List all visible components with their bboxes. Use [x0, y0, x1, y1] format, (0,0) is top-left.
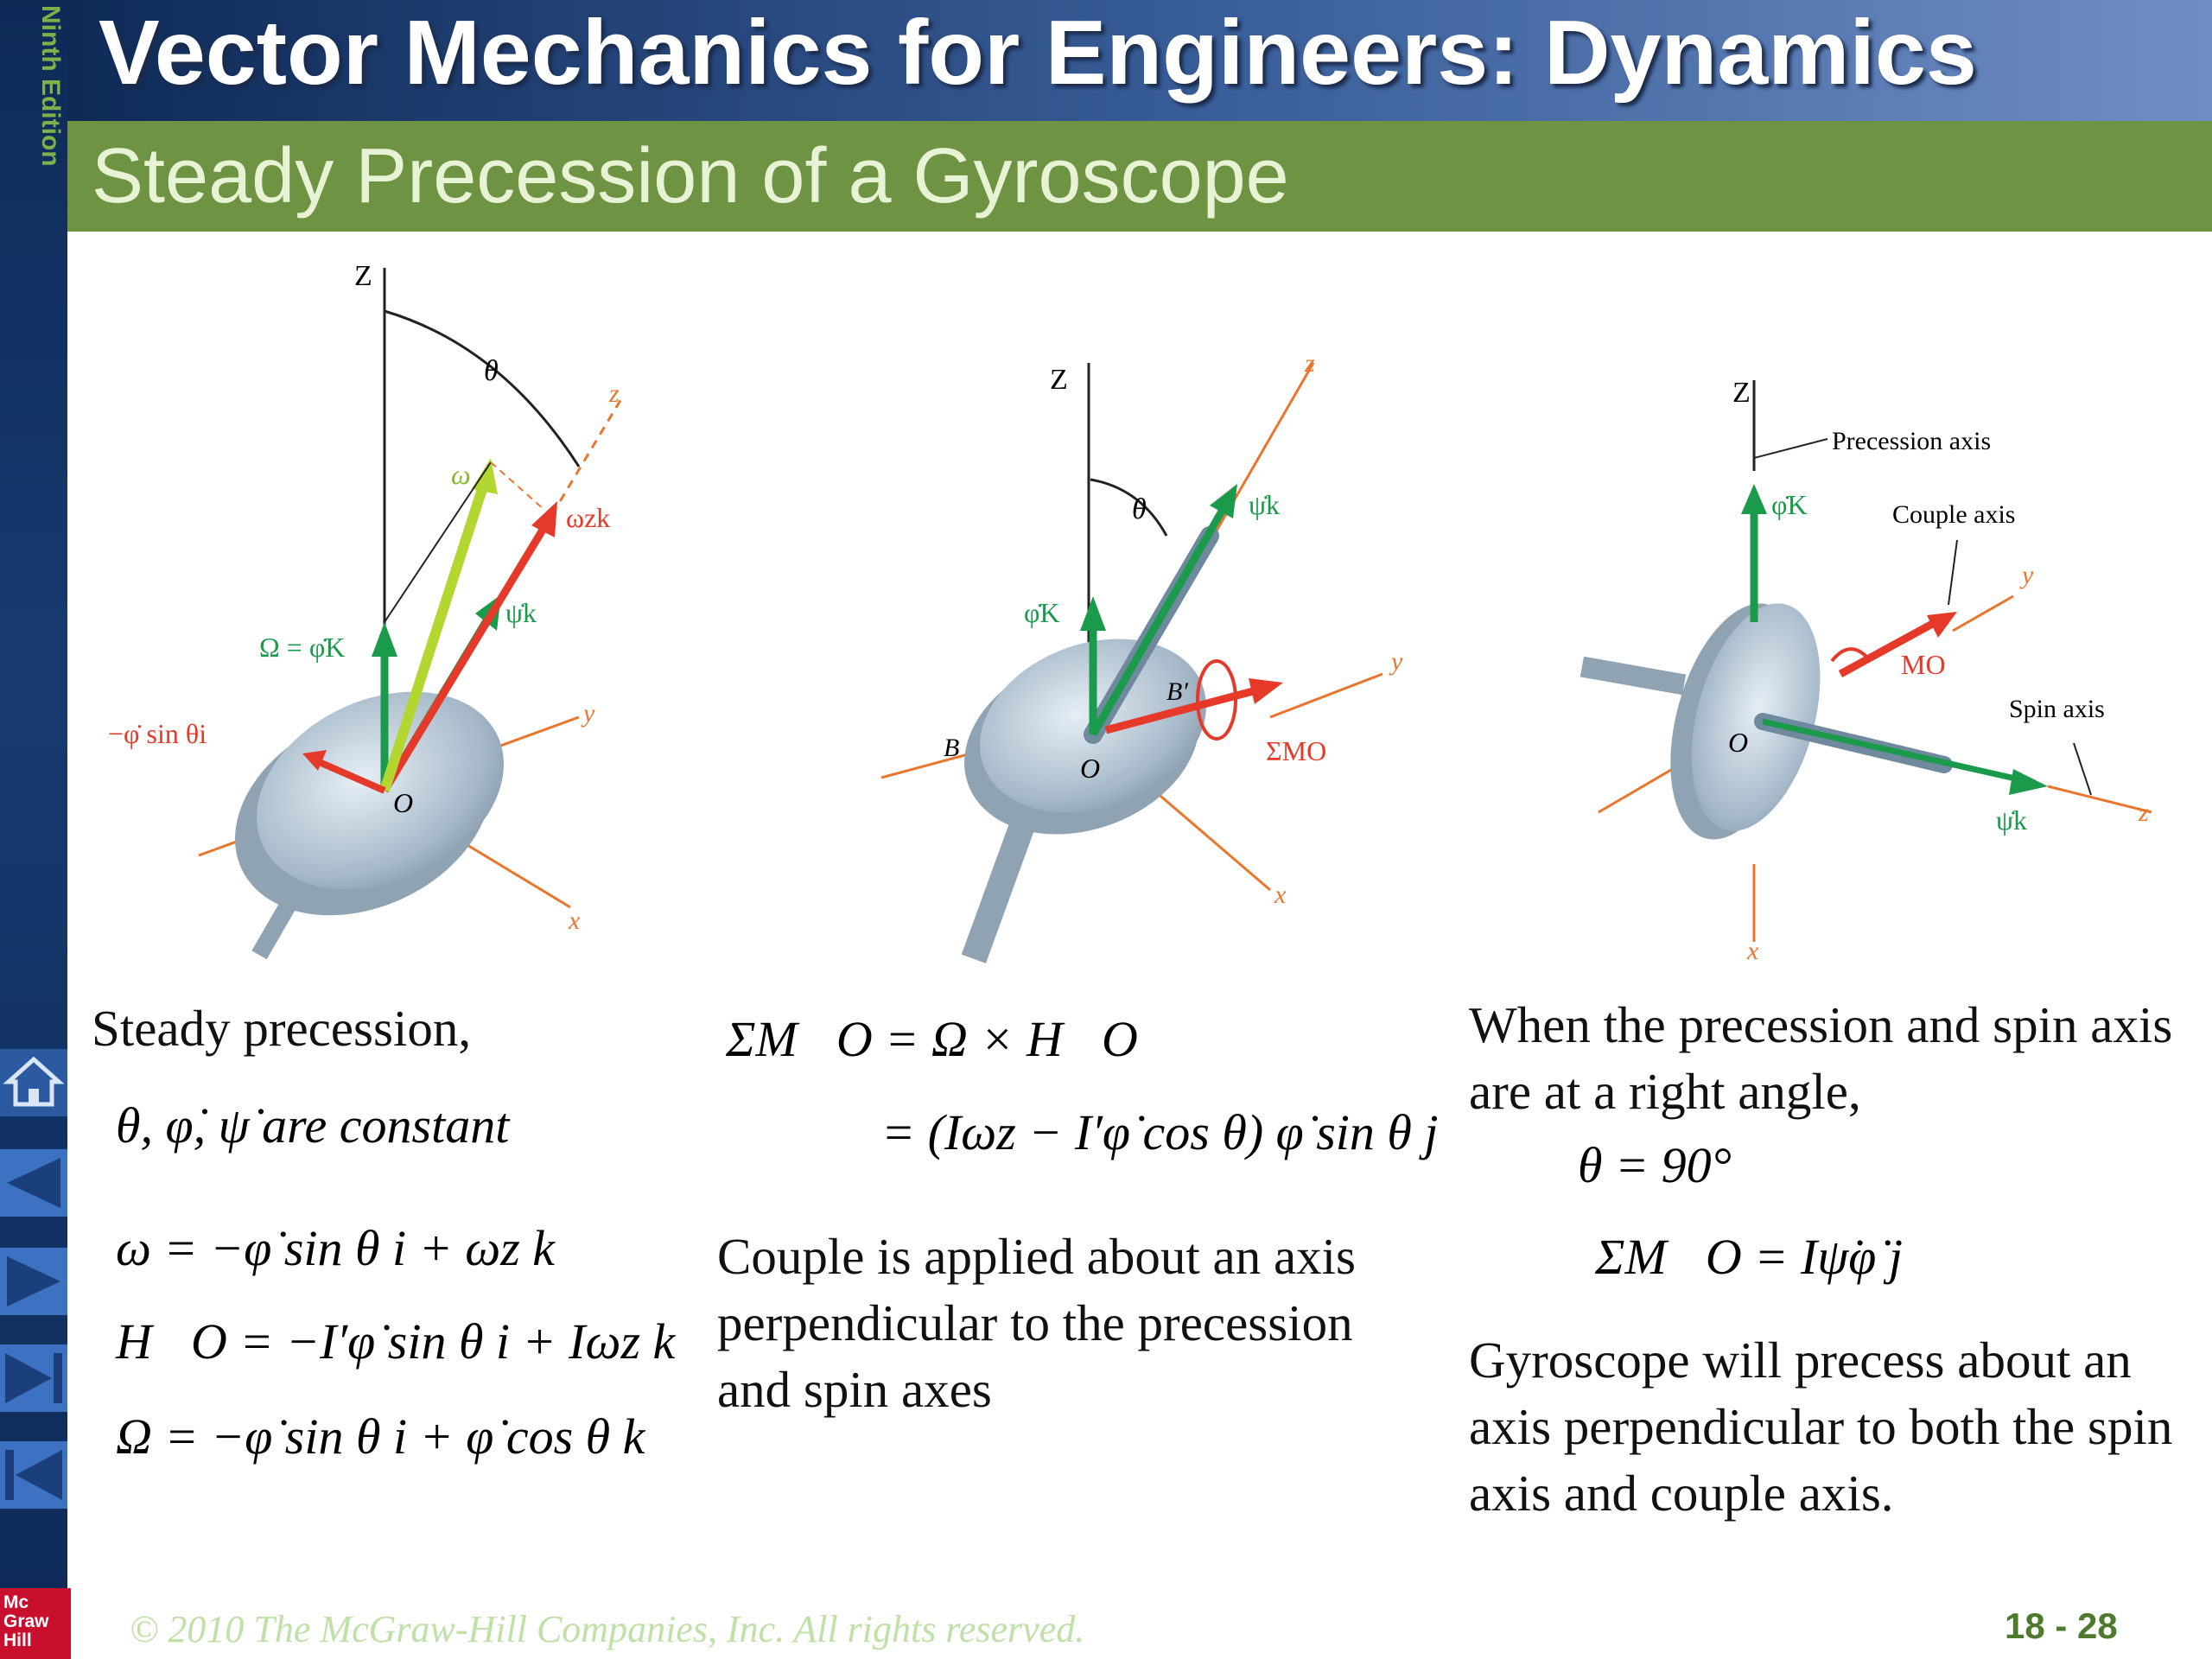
- fig1-theta: θ: [484, 355, 499, 387]
- fig1-omega-z-k: ωzk: [566, 502, 610, 533]
- edition-text: Ninth Edition: [36, 5, 65, 167]
- copyright-notice: © 2010 The McGraw-Hill Companies, Inc. A…: [130, 1608, 1085, 1650]
- middle-eq-sumM: ΣM⃗O = Ω × H⃗O: [726, 1011, 1138, 1067]
- last-icon: [0, 1344, 67, 1412]
- fig1-neg-phi-sin: −φ̇ sin θi: [108, 718, 207, 749]
- fig1-axis-Z: Z: [354, 260, 372, 292]
- fig1-axis-x: x: [568, 906, 581, 935]
- fig2-axis-Z: Z: [1050, 364, 1068, 396]
- title-bar: Vector Mechanics for Engineers: Dynamics: [67, 0, 2212, 121]
- fig2-axis-x: x: [1274, 880, 1287, 909]
- fig3-phi-K: φ̇K: [1771, 489, 1808, 520]
- first-slide-button[interactable]: [0, 1441, 67, 1509]
- home-icon: [0, 1049, 67, 1116]
- left-eq-Omega: Ω = −φ̇ sin θ i + φ̇ cos θ k: [116, 1408, 645, 1465]
- page-number: 18 - 28: [2005, 1605, 2118, 1646]
- fig1-psi-k: ψ̇k: [505, 597, 537, 628]
- left-constants: θ, φ̇, ψ̇ are constant: [116, 1097, 510, 1154]
- sidebar: Ninth Edition Mc Graw Hill: [0, 0, 71, 1659]
- last-slide-button[interactable]: [0, 1344, 67, 1412]
- fig3-couple-axis: Couple axis: [1892, 500, 2016, 529]
- previous-icon: [0, 1149, 67, 1217]
- publisher-logo: Mc Graw Hill: [0, 1588, 71, 1659]
- fig3-axis-y: y: [2019, 561, 2034, 589]
- fig3-axis-z: z: [2138, 798, 2149, 827]
- subtitle-bar: Steady Precession of a Gyroscope: [67, 121, 2212, 232]
- fig3-M-O: MO: [1901, 649, 1946, 680]
- next-icon: [0, 1248, 67, 1315]
- fig2-theta: θ: [1132, 493, 1147, 525]
- fig1-axis-y: y: [581, 699, 595, 728]
- fig3-precession-axis: Precession axis: [1832, 427, 1991, 455]
- fig2-B: B: [944, 734, 959, 762]
- home-button[interactable]: [0, 1049, 67, 1116]
- fig2-phi-K: φ̇K: [1024, 597, 1060, 628]
- figure-gyroscope-right-angle: Z Precession axis φ̇K Couple axis y MO S…: [1580, 377, 2152, 965]
- fig3-spin-axis: Spin axis: [2009, 695, 2105, 723]
- right-text-2: Gyroscope will precess about an axis per…: [1469, 1332, 2173, 1522]
- right-text-1: When the precession and spin axis are at…: [1469, 996, 2173, 1120]
- figure-gyroscope-couple: Z z θ ψ̇k φ̇K B′ y B O ΣMO x: [880, 349, 1403, 963]
- fig2-axis-y: y: [1389, 647, 1403, 676]
- edition-label: Ninth Edition: [3, 5, 65, 167]
- left-eq-omega: ω = −φ̇ sin θ i + ωz k: [116, 1220, 556, 1276]
- fig2-origin: O: [1080, 753, 1100, 784]
- fig2-sum-M: ΣMO: [1266, 735, 1326, 766]
- right-eq-M: ΣM⃗O = Iψ̇φ̇ j: [1595, 1229, 1903, 1285]
- left-eq-H: H⃗O = −I′φ̇ sin θ i + Iωz k: [116, 1313, 676, 1370]
- fig2-axis-z: z: [1304, 349, 1315, 378]
- fig1-Omega: Ω = φ̇K: [259, 632, 345, 663]
- fig2-psi-k: ψ̇k: [1249, 489, 1280, 520]
- fig2-B-prime: B′: [1166, 677, 1188, 706]
- left-intro: Steady precession,: [92, 1000, 472, 1057]
- fig3-origin: O: [1728, 727, 1748, 758]
- slide-title: Vector Mechanics for Engineers: Dynamics: [99, 2, 1977, 104]
- slide-subtitle: Steady Precession of a Gyroscope: [92, 133, 1289, 219]
- middle-text: Couple is applied about an axis perpendi…: [717, 1228, 1356, 1418]
- next-button[interactable]: [0, 1248, 67, 1315]
- figure-gyroscope-general: Z θ z ω ωzk ψ̇k Ω = φ̇K −φ̇ sin θi O y x: [108, 260, 624, 959]
- previous-button[interactable]: [0, 1149, 67, 1217]
- first-icon: [0, 1441, 67, 1509]
- fig1-axis-z: z: [608, 379, 620, 408]
- fig3-axis-x: x: [1746, 937, 1759, 965]
- fig1-origin: O: [393, 787, 413, 818]
- fig1-omega: ω: [451, 459, 471, 490]
- middle-eq-sumM-2: = (Iωz − I′φ̇ cos θ) φ̇ sin θ j: [881, 1104, 1439, 1160]
- fig3-axis-Z: Z: [1732, 377, 1751, 409]
- right-eq-theta: θ = 90°: [1578, 1137, 1732, 1193]
- fig3-psi-k: ψ̇k: [1996, 804, 2027, 836]
